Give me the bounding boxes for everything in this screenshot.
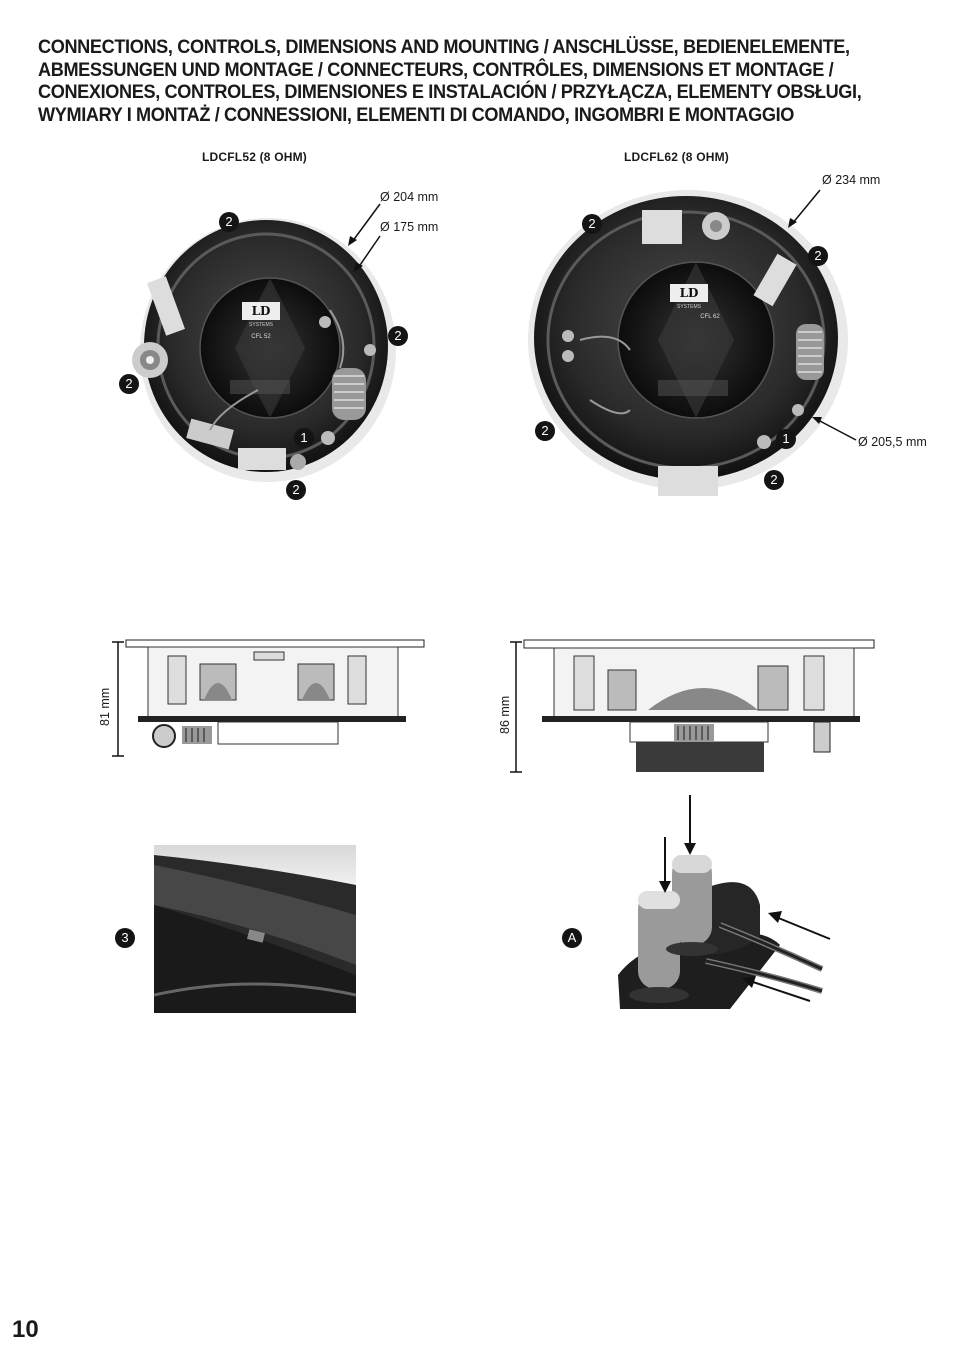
right-callout-2-left: 2 — [535, 421, 555, 441]
title-line-2: ABMESSUNGEN UND MONTAGE / CONNECTEURS, C… — [38, 58, 834, 81]
left-side-profile — [112, 639, 425, 757]
callout-3: 3 — [115, 928, 135, 948]
left-model-label: LDCFL52 (8 OHM) — [202, 150, 307, 164]
right-badge-sub: SYSTEMS — [677, 304, 702, 310]
left-callout-2-right: 2 — [388, 326, 408, 346]
left-callout-2-left: 2 — [119, 374, 139, 394]
right-badge-brand: LD — [680, 286, 699, 300]
right-outer-arrow — [788, 189, 821, 228]
right-model-mark: CFL 62 — [700, 314, 720, 320]
left-callout-2-bottom: 2 — [286, 480, 306, 500]
left-depth-label: 81 mm — [98, 687, 112, 726]
right-depth-label: 86 mm — [498, 695, 512, 734]
detail-3-photo — [154, 845, 356, 1013]
right-callout-2-bottom: 2 — [764, 470, 784, 490]
left-speaker-photo: LD SYSTEMS CFL 52 — [132, 218, 396, 482]
right-callout-1: 1 — [776, 429, 796, 449]
right-cutout-diameter: Ø 205,5 mm — [858, 435, 927, 449]
left-callout-1: 1 — [294, 428, 314, 448]
right-callout-2-top: 2 — [582, 214, 602, 234]
left-model-mark: CFL 52 — [251, 334, 271, 340]
left-diameter-arrows — [348, 203, 381, 272]
right-model-label: LDCFL62 (8 OHM) — [624, 150, 729, 164]
page-number: 10 — [12, 1316, 39, 1343]
right-side-profile — [510, 639, 875, 773]
detail-a-terminals-photo — [618, 795, 831, 1009]
right-speaker-photo: LD SYSTEMS CFL 62 — [528, 190, 848, 496]
right-cutout-arrow — [812, 417, 857, 441]
right-callout-2-right: 2 — [808, 246, 828, 266]
page-title: CONNECTIONS, CONTROLS, DIMENSIONS AND MO… — [38, 36, 862, 126]
title-line-1: CONNECTIONS, CONTROLS, DIMENSIONS AND MO… — [38, 36, 850, 58]
right-outer-diameter: Ø 234 mm — [822, 173, 881, 187]
callout-a: A — [562, 928, 582, 948]
left-badge-brand: LD — [252, 304, 271, 318]
left-callout-2-top: 2 — [219, 212, 239, 232]
left-badge-sub: SYSTEMS — [249, 322, 274, 328]
title-line-3: CONEXIONES, CONTROLES, DIMENSIONES E INS… — [38, 81, 862, 103]
title-line-4: WYMIARY I MONTAŻ / CONNESSIONI, ELEMENTI… — [38, 103, 795, 126]
left-outer-diameter: Ø 204 mm — [380, 190, 439, 204]
left-inner-diameter: Ø 175 mm — [380, 220, 439, 234]
